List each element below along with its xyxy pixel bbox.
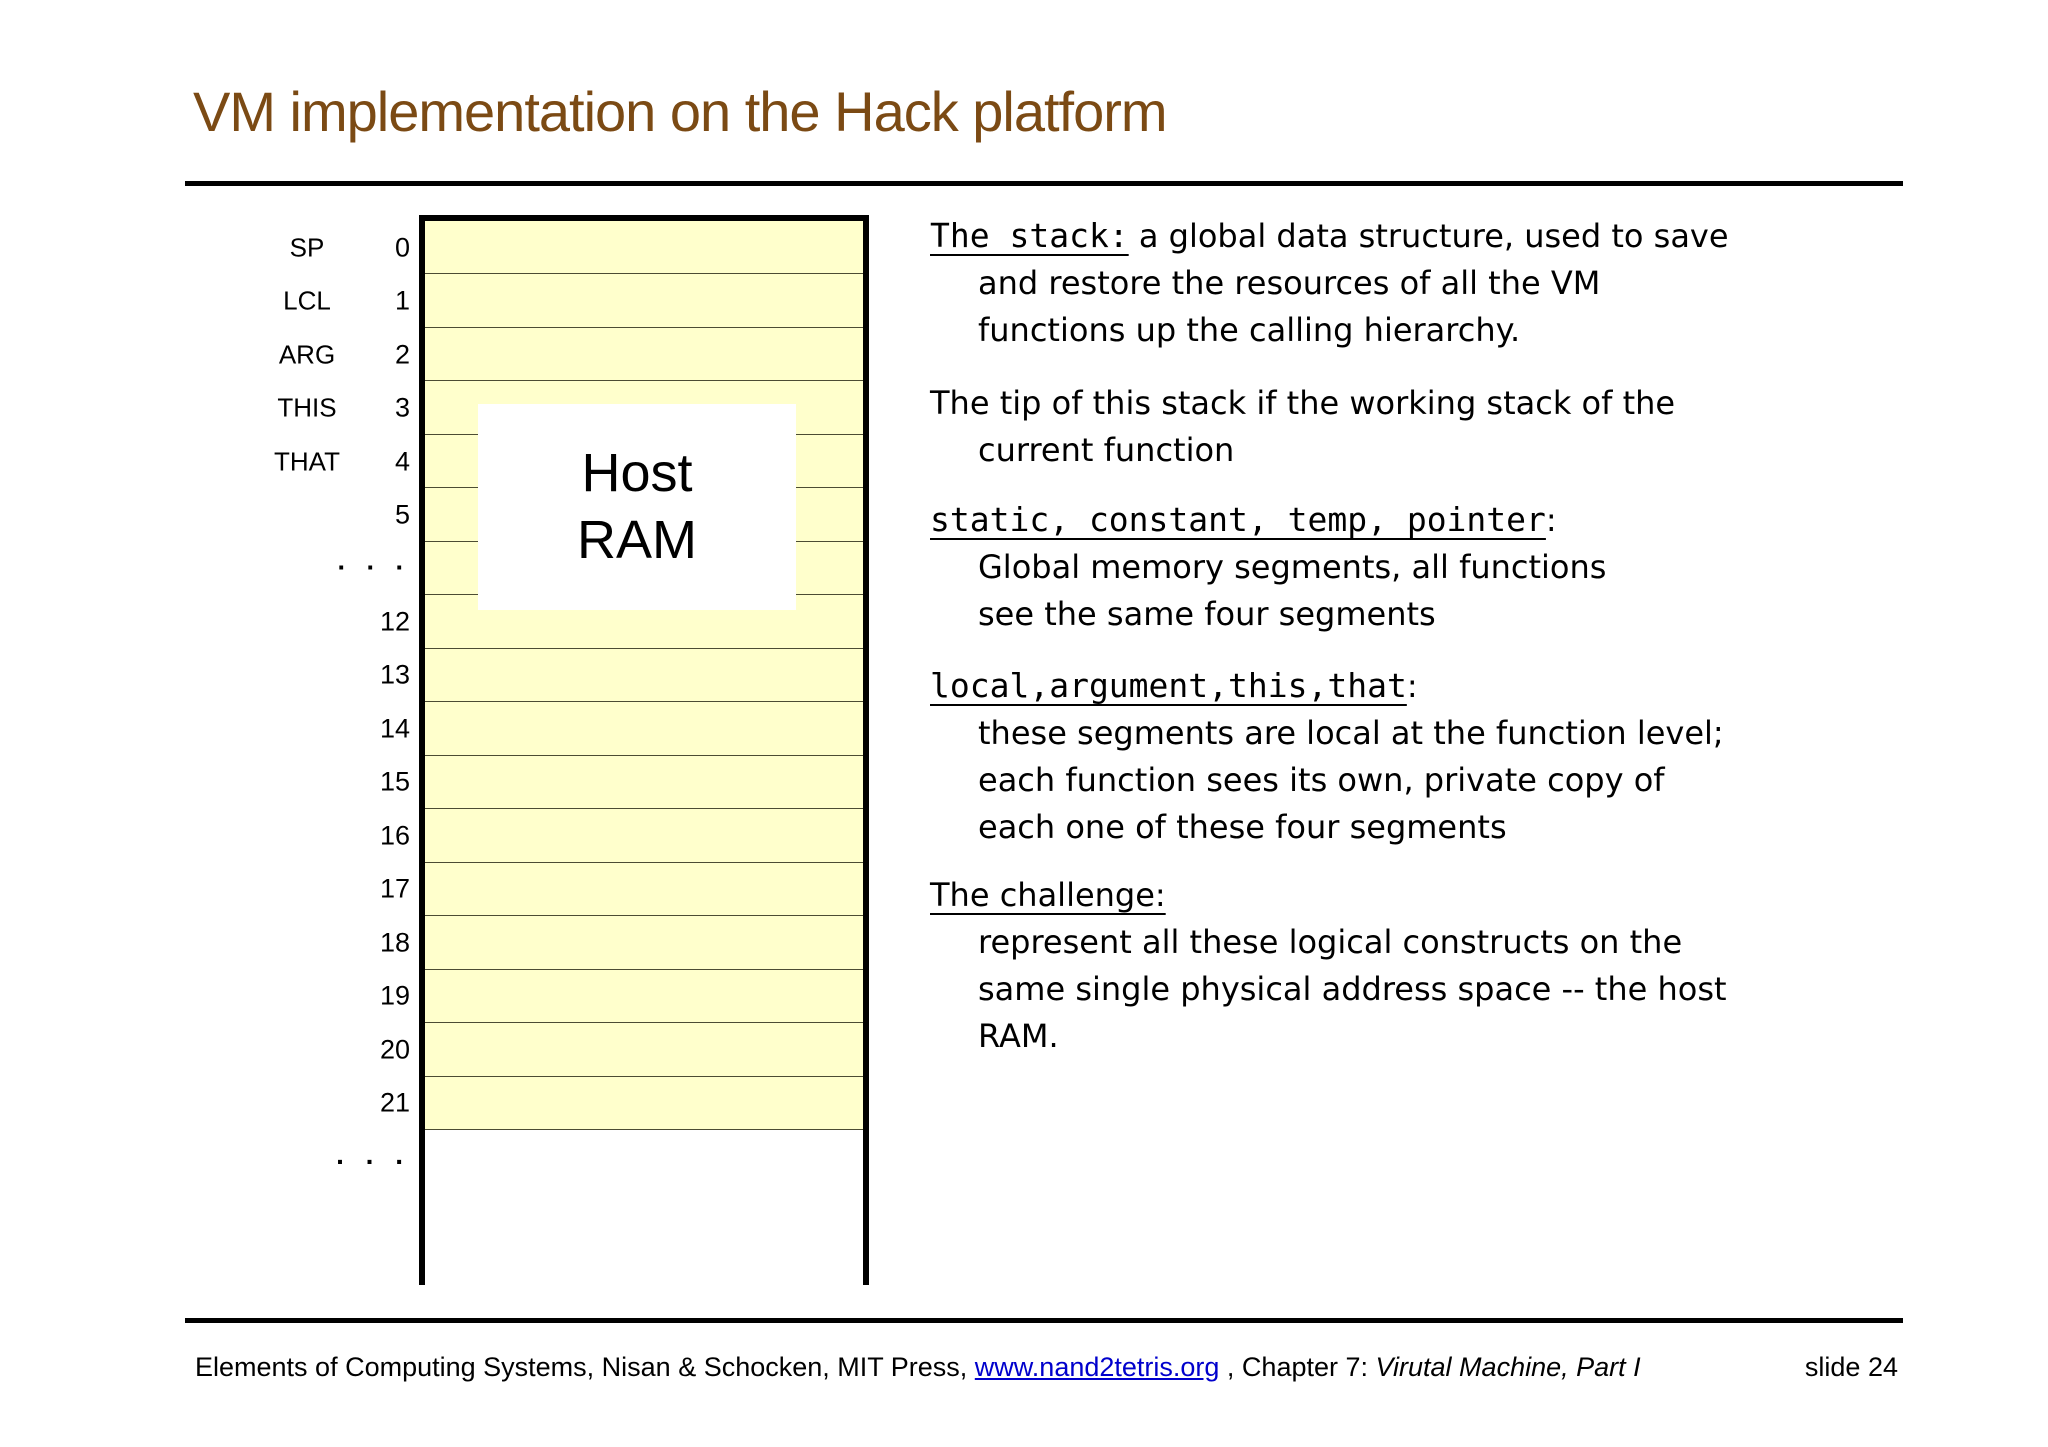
slide-number: slide 24 bbox=[1804, 1352, 1898, 1382]
address-label: 16 bbox=[379, 820, 410, 851]
address-label: 21 bbox=[379, 1087, 410, 1118]
register-label: SP bbox=[289, 232, 325, 263]
register-label: THAT bbox=[274, 446, 340, 477]
address-label: 19 bbox=[379, 980, 410, 1011]
note-section: The stack: a global data structure, used… bbox=[930, 212, 1890, 354]
note-line: see the same four segments bbox=[978, 595, 1436, 633]
ellipsis-label: . . . bbox=[337, 545, 410, 576]
row-label-slot: 21 bbox=[248, 1077, 410, 1130]
address-label: 1 bbox=[394, 285, 410, 316]
row-label-slot: THAT 4 bbox=[248, 435, 410, 488]
row-label-slot: 15 bbox=[248, 756, 410, 809]
note-heading: The stack: bbox=[930, 216, 1129, 255]
address-label: 14 bbox=[379, 713, 410, 744]
note-line: RAM. bbox=[978, 1017, 1059, 1055]
note-line: functions up the calling hierarchy. bbox=[978, 311, 1521, 349]
address-label: 0 bbox=[394, 232, 410, 263]
note-first-line: The tip of this stack if the working sta… bbox=[930, 384, 1676, 422]
ram-row bbox=[425, 702, 863, 756]
row-label-slot: 16 bbox=[248, 809, 410, 862]
address-label: 18 bbox=[379, 927, 410, 958]
address-label: 12 bbox=[379, 606, 410, 637]
note-line: each function sees its own, private copy… bbox=[978, 761, 1665, 799]
ram-row bbox=[425, 649, 863, 703]
row-label-slot: 17 bbox=[248, 863, 410, 916]
note-heading: The challenge: bbox=[930, 876, 1166, 914]
note-line: Global memory segments, all functions bbox=[978, 548, 1607, 586]
ram-table bbox=[425, 221, 863, 1130]
address-label: 13 bbox=[379, 659, 410, 690]
note-first-line: The stack: a global data structure, used… bbox=[930, 216, 1729, 255]
row-label-slot: LCL 1 bbox=[248, 274, 410, 327]
note-section: The tip of this stack if the working sta… bbox=[930, 380, 1890, 474]
note-first-line: local,argument,this,that: bbox=[930, 666, 1418, 705]
ram-row bbox=[425, 274, 863, 328]
register-label: THIS bbox=[277, 392, 337, 423]
page-title: VM implementation on the Hack platform bbox=[193, 80, 1168, 143]
table-border-top bbox=[419, 215, 869, 221]
title-rule bbox=[185, 181, 1903, 186]
footer-text-middle: , Chapter 7: bbox=[1219, 1352, 1376, 1382]
address-label: 3 bbox=[394, 392, 410, 423]
row-label-slot: 12 bbox=[248, 595, 410, 648]
host-ram-label-line1: Host bbox=[581, 443, 693, 503]
address-label: 20 bbox=[379, 1034, 410, 1065]
footer-text-prefix: Elements of Computing Systems, Nisan & S… bbox=[195, 1352, 975, 1382]
note-line: and restore the resources of all the VM bbox=[978, 264, 1601, 302]
footer-citation: Elements of Computing Systems, Nisan & S… bbox=[195, 1352, 1641, 1383]
row-label-slot: ARG 2 bbox=[248, 328, 410, 381]
footer-link[interactable]: www.nand2tetris.org bbox=[974, 1352, 1220, 1382]
row-label-slot: 19 bbox=[248, 970, 410, 1023]
ram-row bbox=[425, 221, 863, 275]
ellipsis-bottom: . . . bbox=[300, 1128, 410, 1181]
ram-row bbox=[425, 756, 863, 810]
row-label-slot: 14 bbox=[248, 702, 410, 755]
ram-row bbox=[425, 1023, 863, 1077]
row-label-slot: 13 bbox=[248, 649, 410, 702]
ram-row bbox=[425, 916, 863, 970]
footer-chapter: Virutal Machine, Part I bbox=[1375, 1352, 1641, 1382]
note-section: static, constant, temp, pointer: Global m… bbox=[930, 496, 1890, 638]
address-label: 5 bbox=[394, 499, 410, 530]
ram-row bbox=[425, 809, 863, 863]
row-label-slot: . . . bbox=[248, 542, 410, 595]
note-line: same single physical address space -- th… bbox=[978, 970, 1727, 1008]
register-label: ARG bbox=[278, 339, 336, 370]
row-label-slot: SP 0 bbox=[248, 221, 410, 274]
row-label-slot: THIS 3 bbox=[248, 381, 410, 434]
note-heading: static, constant, temp, pointer bbox=[930, 500, 1546, 539]
note-first-line: The challenge: bbox=[930, 872, 1890, 919]
note-line: current function bbox=[978, 431, 1235, 469]
note-section: The challenge: represent all these logica… bbox=[930, 872, 1890, 1060]
note-heading: local,argument,this,that bbox=[930, 666, 1407, 705]
row-label-slot: 20 bbox=[248, 1023, 410, 1076]
row-label-slot: 18 bbox=[248, 916, 410, 969]
ram-row bbox=[425, 970, 863, 1024]
ram-row bbox=[425, 328, 863, 382]
note-line: represent all these logical constructs o… bbox=[978, 923, 1683, 961]
table-border-right bbox=[863, 215, 869, 1285]
note-first-line: static, constant, temp, pointer: bbox=[930, 500, 1557, 539]
address-label: 17 bbox=[379, 873, 410, 904]
note-line: each one of these four segments bbox=[978, 808, 1507, 846]
footer-rule bbox=[185, 1318, 1903, 1323]
host-ram-box: Host RAM bbox=[478, 404, 796, 610]
register-label: LCL bbox=[283, 285, 331, 316]
note-section: local,argument,this,that: these segments … bbox=[930, 662, 1890, 851]
row-label-slot: 5 bbox=[248, 488, 410, 541]
table-border-left bbox=[419, 215, 425, 1285]
ram-row bbox=[425, 1077, 863, 1130]
host-ram-label-line2: RAM bbox=[577, 510, 697, 570]
ellipsis-label: . . . bbox=[336, 1138, 410, 1170]
note-line: these segments are local at the function… bbox=[978, 714, 1724, 752]
address-label: 4 bbox=[394, 446, 410, 477]
ram-row bbox=[425, 863, 863, 917]
ram-row bbox=[425, 595, 863, 649]
address-label: 2 bbox=[394, 339, 410, 370]
address-label: 15 bbox=[379, 766, 410, 797]
